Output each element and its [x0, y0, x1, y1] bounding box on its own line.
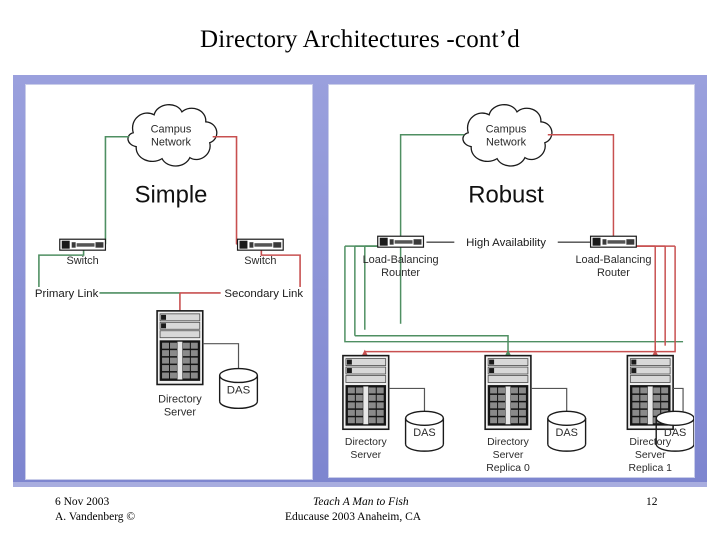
panel-heading-simple: Simple: [135, 181, 208, 208]
robust-architecture-diagram: Campus Network: [342, 104, 694, 474]
server-2-label-line1: Directory: [629, 437, 672, 448]
simple-architecture-diagram: Campus Network Simple: [33, 104, 305, 418]
directory-server-label-line2: Server: [164, 406, 197, 418]
primary-link-label-top: Primary Link: [35, 288, 99, 300]
panel-heading-robust: Robust: [468, 181, 544, 208]
router-left-label-line1: Load-Balancing: [363, 254, 439, 266]
server-2-label-line2: Server: [635, 450, 666, 461]
switch-left-icon: [59, 238, 107, 251]
directory-server-0-icon: [342, 354, 390, 431]
cloud-label-line1: Campus: [151, 124, 192, 136]
das-storage-0-label: DAS: [413, 427, 435, 439]
campus-network-cloud: [462, 104, 553, 167]
router-right-label-line1: Load-Balancing: [575, 254, 651, 266]
footer-talk-title: Teach A Man to Fish: [313, 496, 409, 508]
server-0-label-line2: Server: [350, 450, 381, 461]
server-1-to-das-wire: [530, 387, 568, 412]
secondary-link-label-top: Secondary Link: [224, 288, 303, 300]
das-storage-1-label: DAS: [555, 427, 577, 439]
router-right-label-line2: Router: [597, 267, 630, 279]
slide-footer: 6 Nov 2003 A. Vandenberg © Teach A Man t…: [0, 492, 720, 540]
switch-right-label: Switch: [244, 255, 276, 267]
footer-author: A. Vandenberg ©: [55, 511, 136, 523]
server-1-label-line3: Replica 0: [486, 463, 530, 474]
directory-server-1-icon: [484, 354, 532, 431]
diagram-panel-simple: Campus Network Simple: [25, 84, 313, 480]
server-1-label-line2: Server: [493, 450, 524, 461]
footer-date: 6 Nov 2003: [55, 496, 110, 508]
footer-center: Teach A Man to Fish Educause 2003 Anahei…: [285, 495, 421, 525]
figure-frame: Campus Network Simple: [13, 75, 707, 487]
cloud-label-line2: Network: [486, 137, 527, 149]
cloud-label-line1: Campus: [486, 124, 527, 136]
page-title: Directory Architectures -cont’d: [200, 26, 520, 53]
switch-left-label: Switch: [67, 255, 99, 267]
server-1-label-line1: Directory: [487, 437, 530, 448]
diagram-panel-robust: Campus Network: [328, 84, 695, 478]
footer-left: 6 Nov 2003 A. Vandenberg ©: [55, 495, 135, 525]
campus-network-cloud: [127, 104, 218, 167]
directory-server-label-line1: Directory: [158, 393, 202, 405]
das-storage-label: DAS: [227, 384, 251, 396]
secondary-link-path: [179, 135, 301, 311]
server-0-label-line1: Directory: [345, 437, 388, 448]
server-2-to-das-wire: [673, 387, 684, 412]
das-storage-2-label: DAS: [664, 427, 686, 439]
switch-right-icon: [236, 238, 284, 251]
router-right-icon: [589, 235, 637, 248]
high-availability-label: High Availability: [466, 237, 546, 249]
server-to-das-wire: [202, 343, 240, 369]
router-left-label-line2: Rounter: [381, 267, 420, 279]
router-left-icon: [377, 235, 425, 248]
server-0-to-das-wire: [388, 387, 426, 412]
footer-page-number: 12: [646, 496, 658, 508]
footer-venue: Educause 2003 Anaheim, CA: [285, 511, 422, 523]
server-2-label-line3: Replica 1: [628, 463, 672, 474]
cloud-label-line2: Network: [151, 137, 192, 149]
directory-server-icon: [156, 310, 204, 386]
